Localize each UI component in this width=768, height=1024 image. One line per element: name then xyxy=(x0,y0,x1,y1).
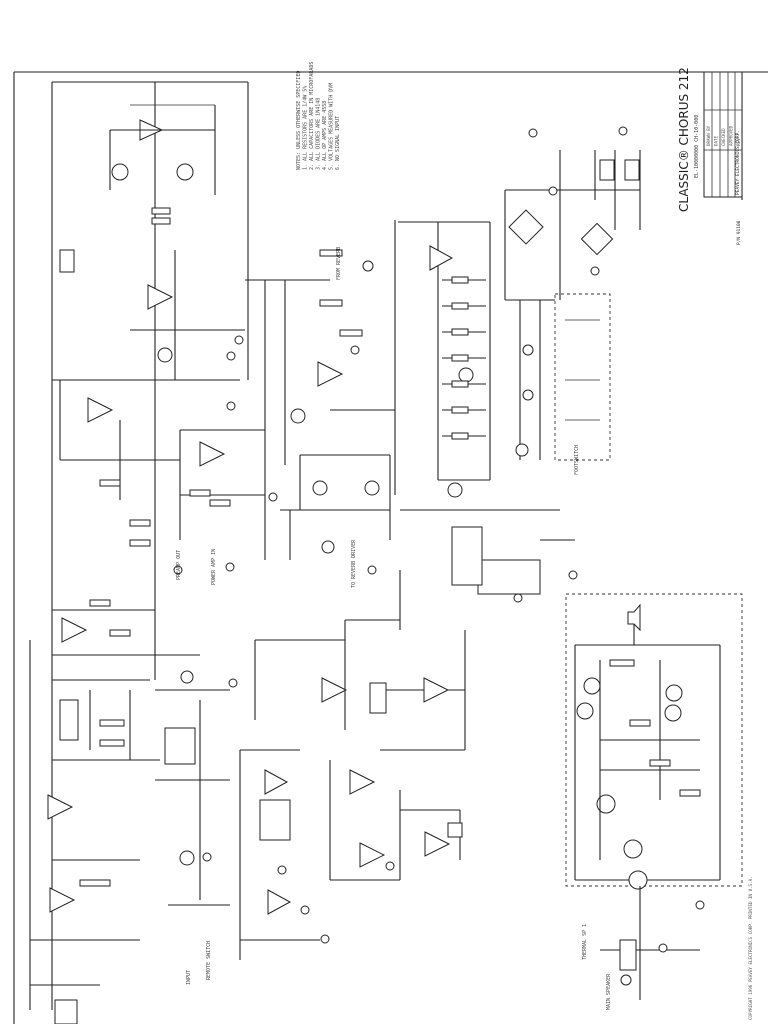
label-to-reverb: TO REVERB DRIVER xyxy=(351,539,357,588)
label-footswitch: FOOTSWITCH xyxy=(574,445,580,475)
title-block-row: REV xyxy=(736,138,741,146)
company-name: PEAVEY ELECTRONICS CORP. xyxy=(735,130,741,195)
filter-resistor xyxy=(451,328,469,336)
transistor-q16 xyxy=(596,794,616,814)
filter-resistor xyxy=(451,354,469,362)
transistor-q15 xyxy=(664,704,682,722)
filter-resistor xyxy=(451,302,469,310)
model-title: CLASSIC® CHORUS 212 xyxy=(677,67,691,212)
label-input: INPUT xyxy=(186,970,192,985)
filter-resistor xyxy=(451,406,469,414)
title-block-row: CHECKED xyxy=(721,128,726,146)
op-amp-u5a xyxy=(49,887,76,913)
transistor-q11 xyxy=(447,482,463,498)
transistor-q7 xyxy=(312,480,328,496)
note-line: 3. ALL DIODES ARE 1N4148 xyxy=(316,98,322,170)
op-amp-u10a xyxy=(349,769,376,795)
transistor-q1 xyxy=(111,163,129,181)
section-labels: THERMAL SP 1 MAIN SPEAKER TO REVERB DRIV… xyxy=(176,247,612,1010)
title-block-row: DATE xyxy=(714,135,719,146)
title-block-row: APPROVED xyxy=(729,125,734,146)
op-amp-u4b xyxy=(47,794,74,820)
chorus-reverb-section xyxy=(173,220,578,960)
label-remote-switch: REMOTE SWITCH xyxy=(206,941,212,980)
speaker-icon xyxy=(627,603,641,632)
label-power-amp-in: POWER AMP IN xyxy=(211,549,217,585)
transistor-q13 xyxy=(576,702,594,720)
label-from-reverb: FROM REVERB xyxy=(336,247,342,280)
footswitch-jack-box xyxy=(554,293,611,461)
file-number: P/N 91100 xyxy=(736,220,742,245)
transistor-q8 xyxy=(364,480,380,496)
op-amp-u9b xyxy=(267,889,292,915)
transistor-q4 xyxy=(180,670,194,684)
transistor-q9 xyxy=(321,540,335,554)
filter-resistor xyxy=(451,432,469,440)
transistor-q10 xyxy=(458,367,474,383)
label-thermal: THERMAL SP 1 xyxy=(582,924,588,960)
input-preamp-section xyxy=(29,81,266,1024)
op-amp-u2a xyxy=(147,284,174,310)
op-amp-u9a xyxy=(264,769,289,795)
label-preamp-out: PREAMP OUT xyxy=(176,550,182,580)
label-main-speaker: MAIN SPEAKER xyxy=(606,973,612,1010)
drawing-border xyxy=(13,71,768,1024)
note-line: 2. ALL CAPACITORS ARE IN MICROFARADS xyxy=(309,62,315,170)
op-amp-u3a xyxy=(199,441,226,467)
transistor-q12 xyxy=(583,677,601,695)
op-amp-u7a xyxy=(429,245,454,271)
delay-filter-caps xyxy=(442,276,486,440)
bbd-chip xyxy=(477,559,541,595)
transistor-q5 xyxy=(179,850,195,866)
transistor-q18 xyxy=(628,870,648,890)
op-amp-u6a xyxy=(317,361,344,387)
op-amp-u10b xyxy=(359,842,386,868)
op-amp-u8b xyxy=(423,677,450,703)
power-amp-section xyxy=(565,593,743,1000)
transistor-q3 xyxy=(157,347,173,363)
power-supply-section xyxy=(504,126,641,461)
note-line: 4. ALL OP AMPS ARE 4558 xyxy=(322,101,328,170)
op-amp-u4a xyxy=(61,617,88,643)
op-amp-u8a xyxy=(321,677,348,703)
note-line: 6. NO SIGNAL INPUT xyxy=(335,116,341,170)
transistor-q17 xyxy=(623,839,643,859)
bridge-rectifier-2 xyxy=(580,222,614,256)
clock-chip xyxy=(451,526,483,586)
note-line: 1. ALL RESISTORS ARE 1/4W 5% xyxy=(303,86,309,170)
drawing-number: EL-10000000 CH-10-000 xyxy=(694,115,700,178)
op-amp-u11a xyxy=(424,831,451,857)
transistor-q14 xyxy=(665,684,683,702)
filter-resistor xyxy=(451,276,469,284)
copyright-text: COPYRIGHT 1996 PEAVEY ELECTRONICS CORP. … xyxy=(748,876,753,1020)
transistor-q2 xyxy=(176,163,194,181)
transistor-q6 xyxy=(290,408,306,424)
bridge-rectifier-1 xyxy=(508,209,544,245)
filter-resistor xyxy=(451,380,469,388)
title-block-row: DRAWN BY xyxy=(706,125,711,146)
tone-chip xyxy=(369,682,387,714)
note-line: 5. VOLTAGES MEASURED WITH DVM xyxy=(329,83,335,170)
note-line: NOTES: UNLESS OTHERWISE SPECIFIED xyxy=(296,71,302,170)
op-amp-u2b xyxy=(87,397,114,423)
